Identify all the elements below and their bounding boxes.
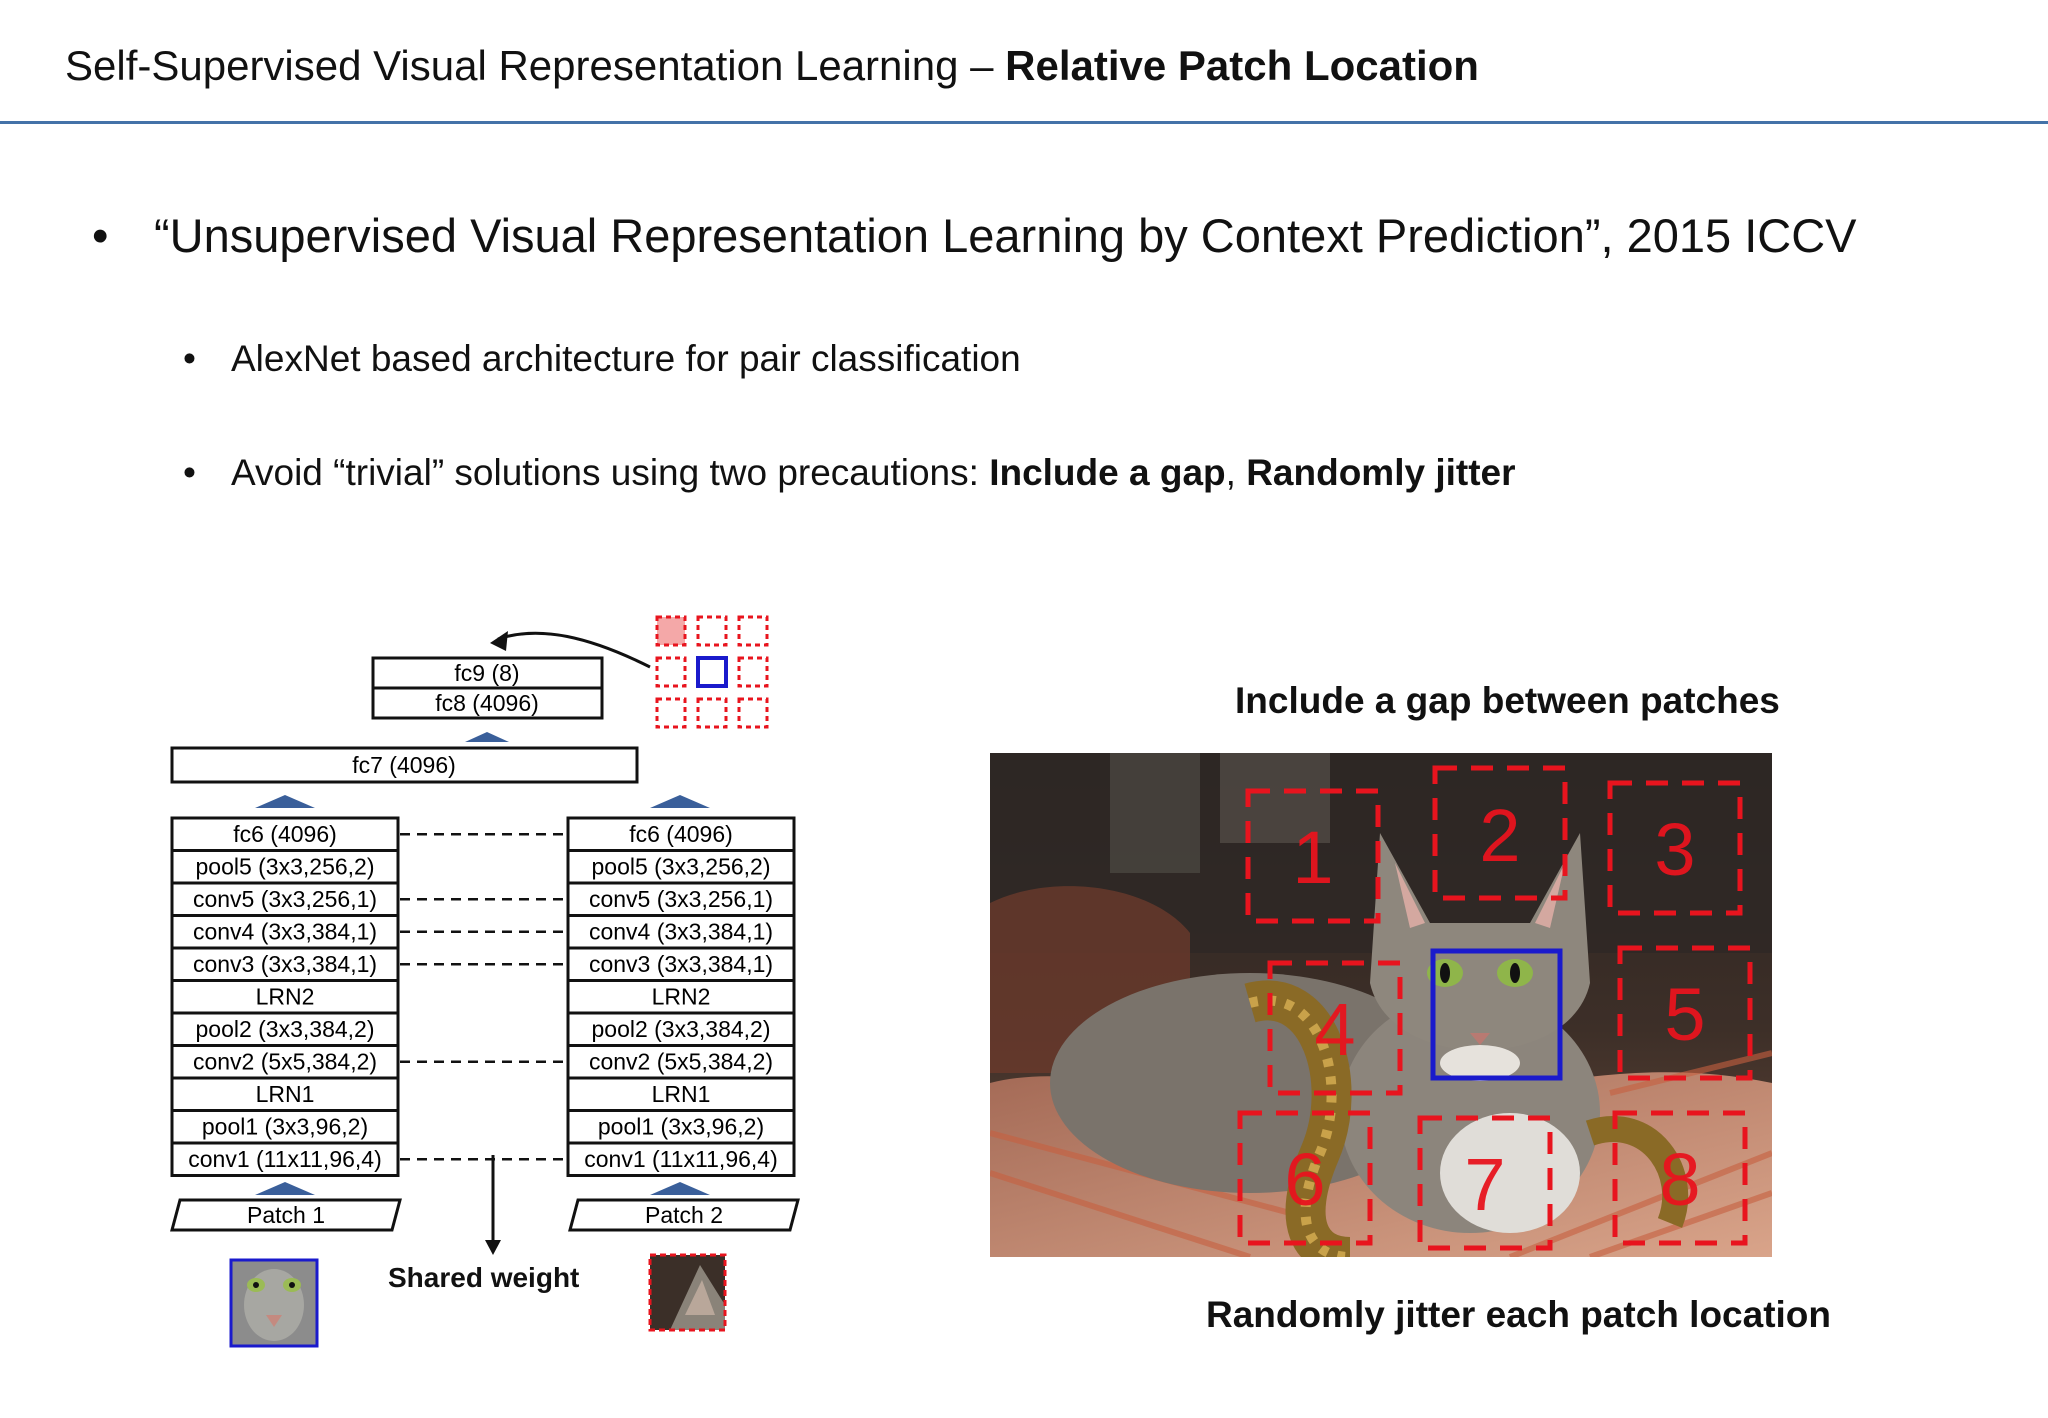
right-layer-box-0 [566, 816, 796, 852]
patch-box-6 [1237, 1110, 1373, 1246]
left-layer-box-9 [170, 1109, 400, 1145]
patch-number-4: 4 [1314, 988, 1355, 1071]
left-layer-box-5 [170, 979, 400, 1015]
bullet-sub-1: •AlexNet based architecture for pair cla… [183, 338, 1021, 379]
right-layer-label-8: LRN1 [652, 1081, 711, 1107]
left-layer-box-1 [170, 849, 400, 885]
right-layer-label-10: conv1 (11x11,96,4) [584, 1146, 778, 1172]
left-layer-box-10 [170, 1141, 400, 1177]
bullet-sub-2-jitter: Randomly jitter [1246, 452, 1516, 493]
flow-arrow-fc8 [465, 732, 509, 742]
bullet-sub-1-text: AlexNet based architecture for pair clas… [231, 338, 1021, 379]
left-layer-box-4 [170, 946, 400, 982]
bullet-sub-2: •Avoid “trivial” solutions using two pre… [183, 452, 1516, 493]
patch-number-8: 8 [1659, 1138, 1700, 1221]
left-layer-box-6 [170, 1011, 400, 1047]
patch-number-6: 6 [1284, 1138, 1325, 1221]
right-layer-label-7: conv2 (5x5,384,2) [589, 1049, 773, 1075]
right-layer-label-1: pool5 (3x3,256,2) [591, 854, 770, 880]
neighbor-patches [1237, 765, 1753, 1251]
top-layers: fc9 (8) fc8 (4096) [371, 656, 604, 720]
left-layer-label-2: conv5 (3x3,256,1) [193, 886, 377, 912]
flow-arrow-left-patch [255, 1182, 315, 1195]
right-layer-box-9 [566, 1109, 796, 1145]
layer-fc7: fc7 (4096) [352, 752, 456, 778]
bullet-sub-2-sep: , [1225, 452, 1247, 493]
left-layer-label-4: conv3 (3x3,384,1) [193, 951, 377, 977]
patch1-label: Patch 1 [247, 1202, 325, 1228]
patch1-thumbnail [229, 1258, 319, 1348]
right-layer-label-0: fc6 (4096) [629, 821, 733, 847]
siamese-network-diagram: fc9 (8) fc8 (4096) fc7 (4096) fc6 (4096)… [170, 615, 800, 1348]
shared-weight-links [400, 833, 566, 1161]
patch-box-7 [1417, 1115, 1553, 1251]
left-layer-label-5: LRN2 [256, 984, 315, 1010]
shared-weight-label: Shared weight [388, 1262, 580, 1293]
left-layer-box-8 [170, 1076, 400, 1112]
patch-box-3 [1607, 780, 1743, 916]
flow-arrow-right-patch [650, 1182, 710, 1195]
shared-weight-arrowhead [485, 1240, 501, 1255]
title-prefix: Self-Supervised Visual Representation Le… [65, 42, 1006, 89]
left-layer-box-3 [170, 914, 400, 950]
patch-number-2: 2 [1479, 794, 1520, 877]
right-layer-box-10 [566, 1141, 796, 1177]
patch-number-1: 1 [1292, 816, 1333, 899]
left-layer-label-1: pool5 (3x3,256,2) [195, 854, 374, 880]
left-layer-label-7: conv2 (5x5,384,2) [193, 1049, 377, 1075]
flow-arrow-right-fc7 [650, 795, 710, 808]
patch-number-7: 7 [1464, 1143, 1505, 1226]
cat-head [1370, 833, 1590, 1051]
left-layer-label-9: pool1 (3x3,96,2) [202, 1114, 368, 1140]
title-rule [0, 121, 2048, 124]
ribbon [1244, 980, 1352, 1257]
right-layer-label-4: conv3 (3x3,384,1) [589, 951, 773, 977]
bullet-main: •“Unsupervised Visual Representation Lea… [92, 209, 1857, 262]
fc7-layer: fc7 (4096) [170, 746, 639, 784]
right-layer-box-3 [566, 914, 796, 950]
right-layer-label-2: conv5 (3x3,256,1) [589, 886, 773, 912]
right-layer-label-5: LRN2 [652, 984, 711, 1010]
gap-label: Include a gap between patches [1235, 680, 1780, 721]
right-layer-label-6: pool2 (3x3,384,2) [591, 1016, 770, 1042]
patch-box-4 [1267, 960, 1403, 1096]
patch-box-2 [1432, 765, 1568, 901]
bullet-sub-2-gap: Include a gap [989, 452, 1226, 493]
layer-fc8: fc8 (4096) [435, 690, 539, 716]
output-arrow [497, 631, 651, 669]
left-layer-box-2 [170, 881, 400, 917]
left-layer-label-6: pool2 (3x3,384,2) [195, 1016, 374, 1042]
left-layer-label-8: LRN1 [256, 1081, 315, 1107]
tower-right: fc6 (4096) pool5 (3x3,256,2) conv5 (3x3,25… [566, 816, 796, 1177]
patch2-thumbnail [648, 1253, 727, 1332]
patch-box-8 [1612, 1110, 1748, 1246]
left-layer-box-7 [170, 1044, 400, 1080]
tower-left: fc6 (4096) pool5 (3x3,256,2) conv5 (3x3,25… [170, 816, 400, 1177]
title-bold: Relative Patch Location [1005, 42, 1479, 89]
center-patch-box [1430, 948, 1563, 1081]
layer-fc9: fc9 (8) [454, 660, 519, 686]
flow-arrow-left-fc7 [255, 795, 315, 808]
left-layer-label-3: conv4 (3x3,384,1) [193, 919, 377, 945]
left-layer-label-0: fc6 (4096) [233, 821, 337, 847]
jitter-label: Randomly jitter each patch location [1206, 1294, 1832, 1335]
left-layer-label-10: conv1 (11x11,96,4) [188, 1146, 382, 1172]
patch1-input: Patch 1 [170, 1198, 402, 1232]
patch-number-5: 5 [1664, 973, 1705, 1056]
cat-patch-figure: 1 2 3 4 5 6 7 8 [990, 753, 1772, 1257]
patch-numbers: 1 2 3 4 5 6 7 8 [1284, 794, 1705, 1226]
patch-box-5 [1617, 945, 1753, 1081]
bullet-main-text: “Unsupervised Visual Representation Lear… [154, 209, 1857, 262]
patch2-label: Patch 2 [645, 1202, 723, 1228]
patch-number-3: 3 [1654, 808, 1695, 891]
right-layer-label-9: pool1 (3x3,96,2) [598, 1114, 764, 1140]
bullet-sub-2-prefix: Avoid “trivial” solutions using two prec… [231, 452, 990, 493]
slide-title: Self-Supervised Visual Representation Le… [65, 42, 1479, 90]
patch2-input: Patch 2 [568, 1198, 800, 1232]
right-layer-label-3: conv4 (3x3,384,1) [589, 919, 773, 945]
patch-box-1 [1245, 788, 1381, 924]
output-arrowhead [490, 631, 508, 651]
patch-grid-icon [655, 615, 769, 729]
